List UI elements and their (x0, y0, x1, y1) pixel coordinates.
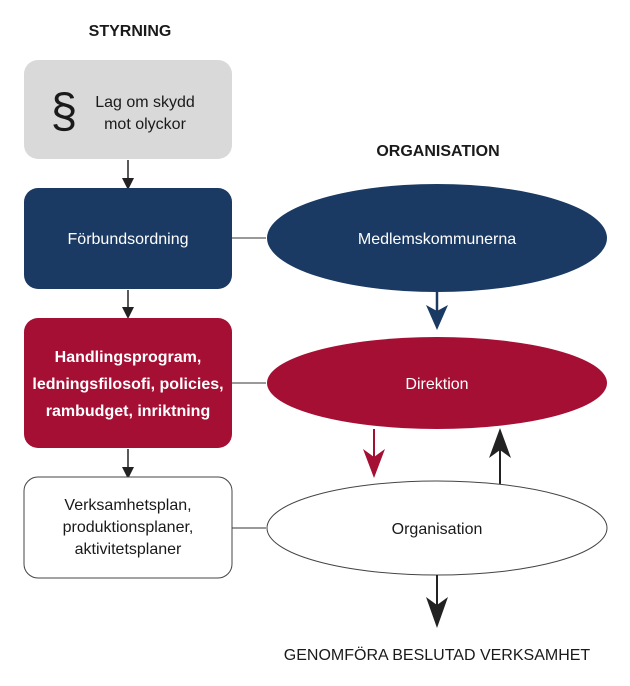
plans-box: Verksamhetsplan, produktionsplaner, akti… (23, 476, 233, 579)
horizontal-connectors (232, 237, 266, 529)
program-box-line-3: rambudget, inriktning (46, 403, 210, 420)
heading-governance: STYRNING (89, 23, 172, 40)
members-ellipse-label: Medlemskommunerna (358, 231, 516, 248)
program-box-line-1: Handlingsprogram, (55, 349, 202, 366)
plans-box-line-3: aktivitetsplaner (75, 541, 182, 558)
program-box-line-2: ledningsfilosofi, policies, (32, 376, 223, 393)
heading-organisation: ORGANISATION (376, 143, 499, 160)
federation-box-label: Förbundsordning (68, 231, 189, 248)
board-ellipse-label: Direktion (405, 376, 468, 393)
execution-label: GENOMFÖRA BESLUTAD VERKSAMHET (284, 646, 591, 664)
arrow-board-to-organisation (363, 429, 385, 478)
section-symbol: § (51, 85, 78, 138)
arrow-organisation-to-board (489, 428, 511, 484)
law-box-line-1: Lag om skydd (95, 94, 195, 111)
federation-box: Förbundsordning (24, 188, 232, 289)
law-box: § Lag om skydd mot olyckor (24, 60, 232, 159)
members-ellipse: Medlemskommunerna (267, 184, 607, 292)
plans-box-line-1: Verksamhetsplan, (64, 497, 191, 514)
organisation-ellipse-label: Organisation (392, 521, 483, 538)
arrow-members-to-board (426, 292, 448, 330)
organisation-ellipse: Organisation (266, 480, 608, 576)
plans-box-line-2: produktionsplaner, (63, 519, 194, 536)
law-box-line-2: mot olyckor (104, 116, 186, 133)
board-ellipse: Direktion (267, 337, 607, 429)
arrow-organisation-to-execution (426, 575, 448, 628)
program-box: Handlingsprogram, ledningsfilosofi, poli… (24, 318, 232, 448)
